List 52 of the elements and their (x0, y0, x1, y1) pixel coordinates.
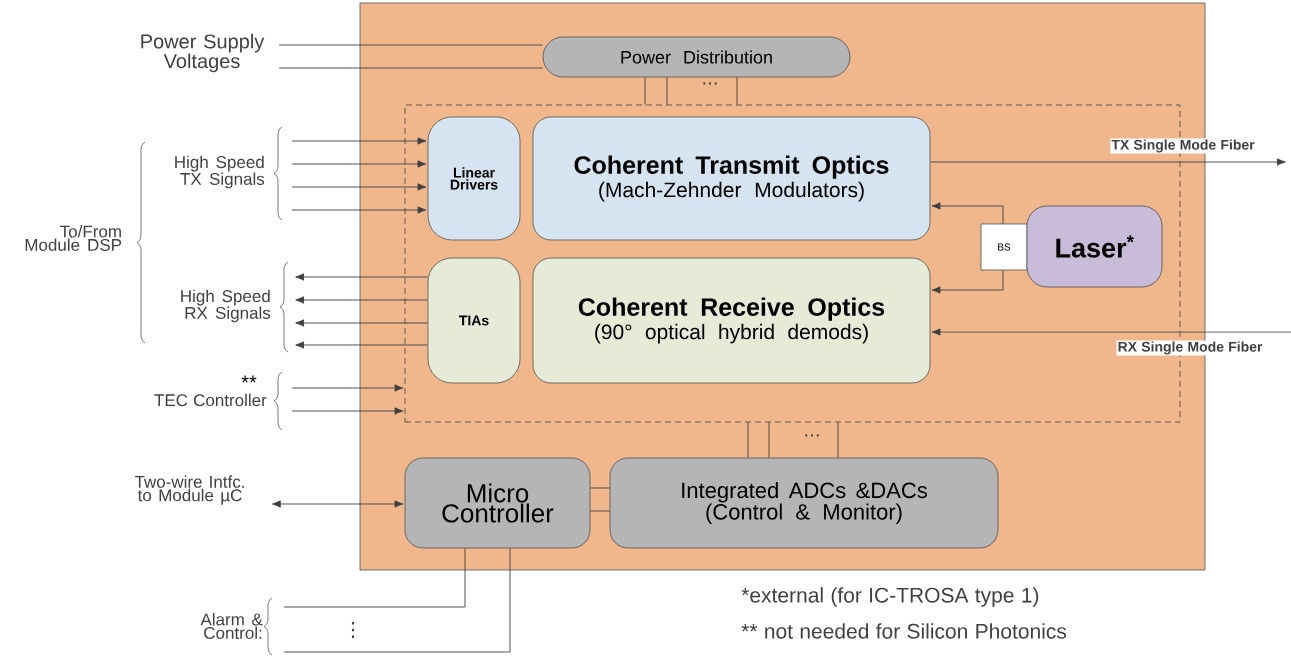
arrow (295, 273, 429, 281)
arrow (291, 384, 404, 392)
connector-line (644, 76, 646, 106)
connector-line (283, 547, 511, 653)
footnote: ** not needed for Silicon Photonics (741, 623, 1067, 639)
rounded-box: Power Distribution (542, 36, 851, 78)
footnote: *external (for IC-TROSA type 1) (741, 587, 1039, 607)
ellipsis: ··· (805, 434, 819, 437)
arrow (931, 328, 1291, 336)
connector-line (589, 510, 611, 512)
side-label: To/From Module DSP (25, 225, 122, 251)
dashed-box (404, 104, 1181, 423)
arrow (295, 341, 429, 349)
connector-line (278, 44, 544, 46)
arrow (291, 206, 427, 214)
rounded-box: Linear Drivers (427, 116, 521, 241)
connector-line (278, 67, 544, 69)
connector-line (666, 76, 668, 106)
arrow (931, 269, 1004, 294)
signal-label: Alarm & Control: (200, 613, 263, 639)
arrow (295, 296, 429, 304)
signal-label: TEC Controller (154, 393, 267, 407)
rounded-box: Integrated ADCs &DACs (Control & Monitor) (609, 457, 999, 549)
ellipsis: ··· (703, 82, 717, 85)
arrow (291, 160, 427, 168)
connector-line (747, 421, 749, 459)
arrow (272, 500, 404, 508)
rounded-box: TIAs (427, 257, 521, 384)
connector-line (589, 487, 611, 489)
connector-line (768, 421, 770, 459)
arrow (291, 183, 427, 191)
small-box: BS (980, 223, 1028, 271)
connector-line (283, 547, 466, 608)
signal-label: Power Supply Voltages (141, 33, 265, 73)
edge-label: RX Single Mode Fiber (1116, 340, 1264, 356)
arrow (295, 319, 429, 327)
signal-label: High Speed TX Signals (175, 155, 265, 189)
rounded-box: Laser$^{*}$ (1026, 205, 1163, 288)
connector-line (736, 76, 738, 106)
connector-line (837, 421, 839, 459)
rounded-box: Micro Controller (404, 457, 591, 549)
signal-label: Two-wire Intfc. to Module µC (134, 475, 244, 505)
arrow (931, 202, 1004, 225)
rounded-box: Coherent Transmit Optics (Mach-Zehnder Modulators) (532, 116, 931, 241)
arrow (929, 158, 1286, 166)
arrow (291, 407, 404, 415)
edge-label: TX Single Mode Fiber (1110, 138, 1256, 154)
arrow (291, 137, 427, 145)
footnote-mark: ** (241, 375, 257, 383)
signal-label: High Speed RX Signals (181, 289, 271, 323)
ellipsis: ⋮ (351, 621, 355, 639)
rounded-box: Coherent Receive Optics (90° optical hybrid demods) (532, 257, 931, 384)
